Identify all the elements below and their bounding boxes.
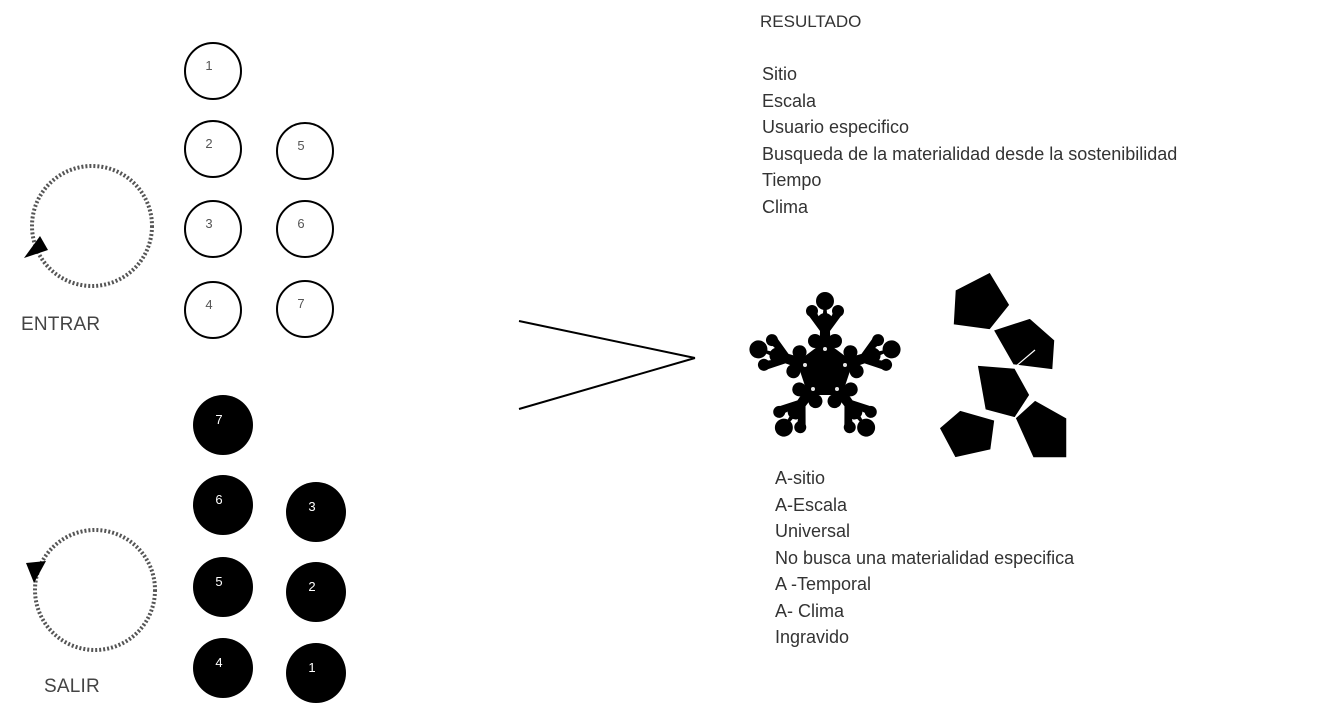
open-circle-4: 4 bbox=[184, 281, 242, 339]
enter-cycle-icon bbox=[24, 164, 154, 288]
filled-circle-7: 7 bbox=[193, 395, 253, 455]
list-item: Sitio bbox=[762, 64, 798, 84]
filled-circle-1: 1 bbox=[286, 643, 346, 703]
result-list: Sitio Escala Usuario especifico Busqueda… bbox=[762, 61, 1177, 220]
filled-circle-3: 3 bbox=[286, 482, 346, 542]
open-circle-2: 2 bbox=[184, 120, 242, 178]
filled-circle-5: 5 bbox=[193, 557, 253, 617]
open-circle-6: 6 bbox=[276, 200, 334, 258]
list-item: Escala bbox=[762, 90, 817, 111]
exit-label: SALIR bbox=[44, 676, 100, 697]
transform-arrow-icon bbox=[518, 320, 696, 410]
filled-circle-2: 2 bbox=[286, 562, 346, 622]
snowflake-icon bbox=[749, 292, 901, 437]
list-item: No busca una materialidad especifica bbox=[775, 547, 1075, 568]
open-circle-1: 1 bbox=[184, 42, 242, 100]
list-item: Ingravido bbox=[775, 627, 850, 647]
anti-list: A-sitio A-Escala Universal No busca una … bbox=[775, 465, 1074, 651]
open-circle-3: 3 bbox=[184, 200, 242, 258]
result-heading: RESULTADO bbox=[760, 12, 862, 31]
list-item: Clima bbox=[762, 196, 809, 217]
list-item: A -Temporal bbox=[775, 574, 872, 594]
filled-circle-6: 6 bbox=[193, 475, 253, 535]
list-item: Busqueda de la materialidad desde la sos… bbox=[762, 143, 1178, 164]
list-item: Tiempo bbox=[762, 170, 822, 190]
open-circle-7: 7 bbox=[276, 280, 334, 338]
open-circle-5: 5 bbox=[276, 122, 334, 180]
list-item: Usuario especifico bbox=[762, 117, 910, 137]
exit-cycle-icon bbox=[26, 528, 157, 652]
list-item: A-Escala bbox=[775, 494, 848, 515]
filled-circle-4: 4 bbox=[193, 638, 253, 698]
pentagons-icon bbox=[938, 271, 1068, 459]
list-item: A-sitio bbox=[775, 468, 826, 488]
enter-label: ENTRAR bbox=[21, 314, 101, 335]
list-item: Universal bbox=[775, 521, 851, 541]
list-item: A- Clima bbox=[775, 600, 845, 621]
